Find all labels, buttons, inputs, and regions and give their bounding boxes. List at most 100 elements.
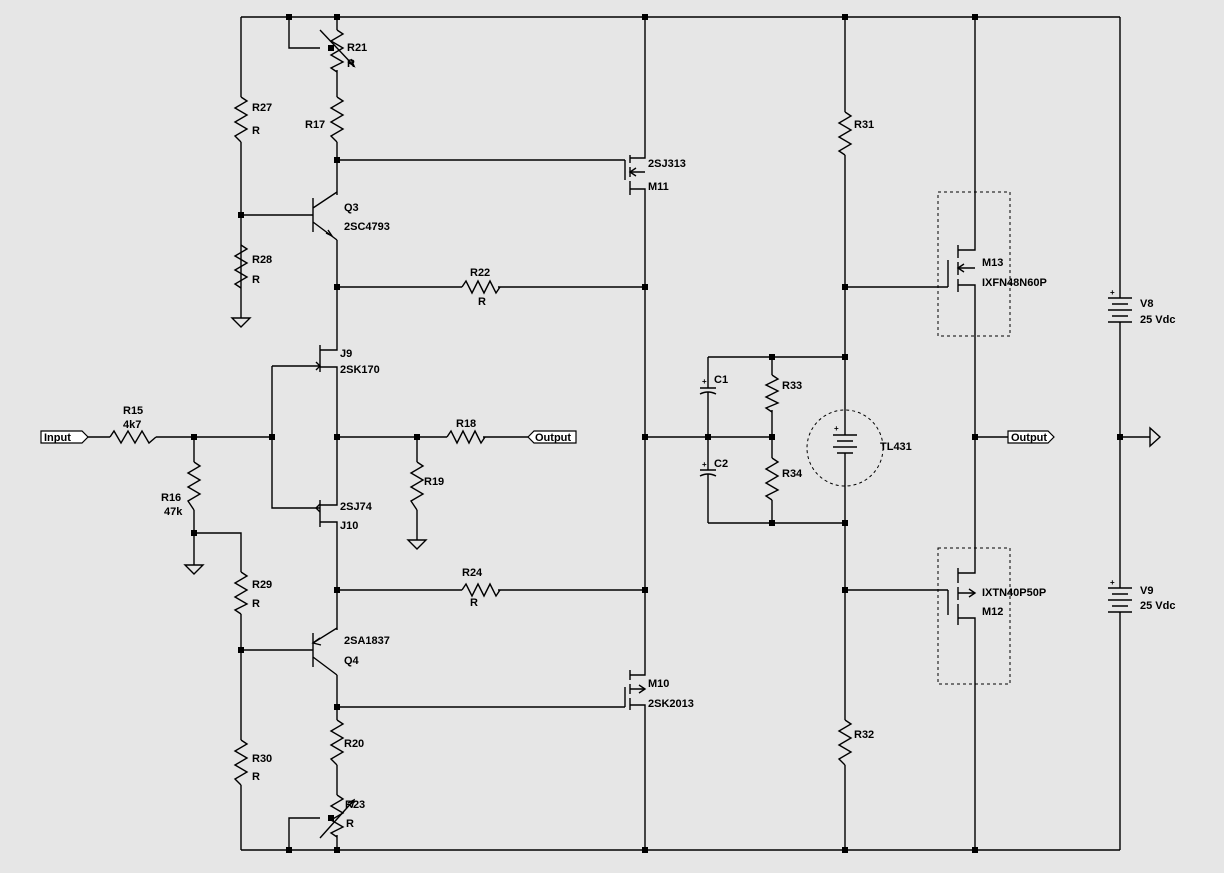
tl431-label: TL431: [880, 441, 912, 453]
resistor-r21: R21 R: [319, 29, 367, 73]
transistor-label: M11: [648, 181, 669, 193]
ground-symbols: [183, 317, 1162, 575]
resistor-label: R24: [462, 567, 483, 579]
resistor-r20: R20: [329, 719, 364, 766]
resistor-r16: R16 47k: [161, 461, 202, 518]
capacitor-c1: + C1: [699, 374, 728, 400]
svg-text:+: +: [1110, 288, 1115, 297]
resistor-r22: R22 R: [461, 267, 501, 308]
supply-value: 25 Vdc: [1140, 600, 1175, 612]
resistor-r18: R18: [446, 418, 486, 445]
supply-v9: + V9 25 Vdc: [1108, 578, 1175, 620]
transistor-part: 2SA1837: [344, 635, 390, 647]
port-label: Output: [535, 432, 571, 444]
transistor-label: Q4: [344, 655, 360, 667]
resistor-label: R28: [252, 254, 272, 266]
resistor-label: R29: [252, 579, 272, 591]
svg-text:+: +: [834, 424, 839, 433]
resistor-label: R27: [252, 102, 272, 114]
resistor-value: R: [252, 125, 260, 137]
transistor-label: M10: [648, 678, 669, 690]
port-output-right: Output: [1007, 430, 1055, 444]
resistor-value: R: [478, 296, 486, 308]
port-label: Output: [1011, 432, 1047, 444]
transistor-j10: 2SJ74 J10: [315, 500, 373, 532]
supply-v8: + V8 25 Vdc: [1108, 288, 1175, 330]
resistor-value: R: [252, 771, 260, 783]
resistor-r33: R33: [764, 374, 802, 413]
resistor-label: R20: [344, 738, 364, 750]
resistor-label: R15: [123, 405, 143, 417]
resistor-label: R22: [470, 267, 490, 279]
resistor-label: R19: [424, 476, 444, 488]
resistor-value: R: [470, 597, 478, 609]
port-output-mid: Output: [527, 430, 577, 444]
transistor-label: M13: [982, 257, 1003, 269]
capacitor-label: C1: [714, 374, 728, 386]
resistor-value: R: [347, 58, 355, 70]
transistor-m13: M13 IXFN48N60P: [937, 191, 1047, 337]
resistor-r34: R34: [764, 457, 803, 501]
resistor-r28: R28 R: [233, 244, 272, 289]
transistor-label: J9: [340, 348, 352, 360]
resistor-r19: R19: [409, 461, 444, 511]
wires: [88, 16, 1150, 851]
transistor-m11: 2SJ313 M11: [624, 155, 686, 195]
transistor-m12: IXTN40P50P M12: [937, 547, 1046, 685]
resistor-r24: R24 R: [461, 567, 501, 609]
transistor-part: 2SJ74: [340, 501, 373, 513]
svg-text:+: +: [702, 460, 707, 469]
resistor-label: R18: [456, 418, 476, 430]
resistor-r27: R27 R: [233, 96, 272, 143]
resistor-value: R: [346, 818, 354, 830]
resistor-label: R34: [782, 468, 803, 480]
supply-label: V9: [1140, 585, 1153, 597]
resistor-label: R17: [305, 119, 325, 131]
port-input: Input: [40, 430, 89, 444]
transistor-label: Q3: [344, 202, 359, 214]
transistor-part: IXTN40P50P: [982, 587, 1046, 599]
resistor-r32: R32: [837, 719, 874, 766]
transistor-part: IXFN48N60P: [982, 277, 1047, 289]
resistor-r17: R17: [305, 96, 345, 143]
svg-text:+: +: [1110, 578, 1115, 587]
resistor-label: R16: [161, 492, 181, 504]
transistor-part: 2SC4793: [344, 221, 390, 233]
port-label: Input: [44, 432, 71, 444]
ground-icon: [406, 539, 428, 550]
resistor-value: R: [252, 274, 260, 286]
transistor-part: 2SJ313: [648, 158, 686, 170]
transistor-q3: Q3 2SC4793: [305, 191, 390, 241]
resistor-r29: R29 R: [233, 571, 272, 615]
ground-icon: [230, 317, 252, 328]
resistor-value: R: [252, 598, 260, 610]
supply-label: V8: [1140, 298, 1153, 310]
transistor-q4: 2SA1837 Q4: [305, 627, 390, 676]
junction-dots: [191, 14, 1123, 853]
resistor-label: R33: [782, 380, 802, 392]
resistor-label: R31: [854, 119, 874, 131]
resistor-label: R21: [347, 42, 367, 54]
ground-icon: [183, 564, 205, 575]
svg-text:+: +: [702, 377, 707, 386]
capacitor-label: C2: [714, 458, 728, 470]
transistor-j9: J9 2SK170: [315, 345, 380, 376]
transistor-m10: M10 2SK2013: [624, 670, 694, 710]
resistor-r15: R15 4k7: [109, 405, 157, 445]
ground-icon: [1149, 426, 1162, 448]
transistor-label: M12: [982, 606, 1003, 618]
transistor-part: 2SK170: [340, 364, 380, 376]
tl431-reference: + TL431: [806, 409, 912, 487]
transistor-part: 2SK2013: [648, 698, 694, 710]
resistor-label: R30: [252, 753, 272, 765]
resistor-value: 4k7: [123, 419, 141, 431]
resistor-r30: R30 R: [233, 739, 272, 786]
resistor-label: R32: [854, 729, 874, 741]
resistor-value: 47k: [164, 506, 183, 518]
resistor-r23: R23 R: [319, 794, 365, 839]
transistor-label: J10: [340, 520, 358, 532]
supply-value: 25 Vdc: [1140, 314, 1175, 326]
resistor-r31: R31: [837, 111, 874, 156]
capacitor-c2: + C2: [699, 458, 728, 482]
